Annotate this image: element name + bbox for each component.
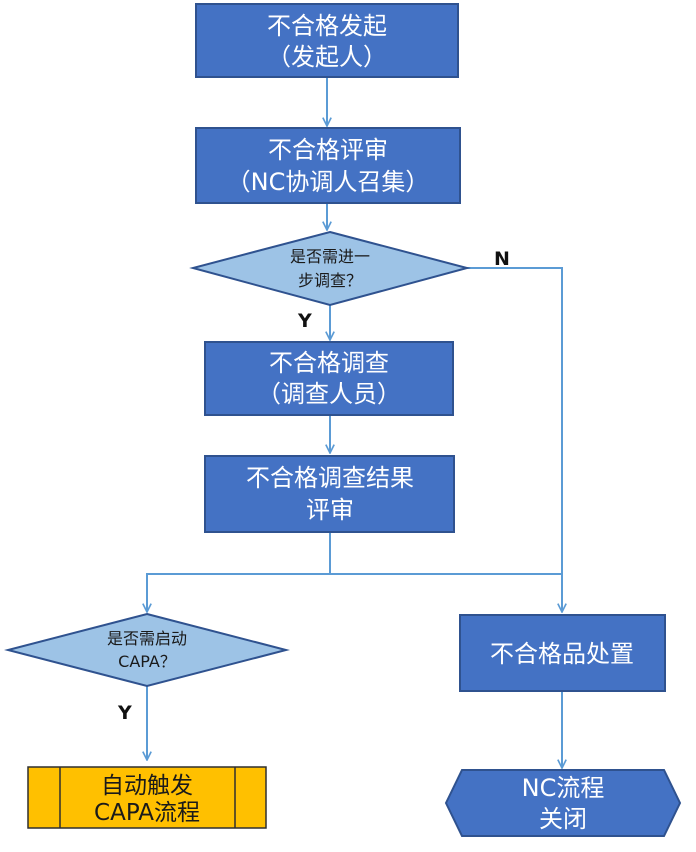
node-nc-initiate-line1: 不合格发起 [267,12,387,40]
node-result-review-line2: 评审 [306,496,354,524]
decision-need-capa-line1: 是否需启动 [107,629,187,648]
process-box [204,341,454,416]
node-nc-close: NC流程 关闭 [444,769,682,837]
edge-result-review-branch [147,532,331,612]
edge-label-investigation-yes: Y [297,310,312,332]
node-nc-disposition: 不合格品处置 [459,614,666,692]
process-box [204,455,455,533]
node-nc-review: 不合格评审 （NC协调人召集） [195,127,461,204]
node-nc-initiate-line2: （发起人） [267,43,387,71]
node-nc-close-line1: NC流程 [522,774,605,802]
decision-diamond [4,612,290,688]
decision-need-investigation-line2: 步调查？ [298,271,362,290]
node-investigation-result-review: 不合格调查结果 评审 [204,455,455,533]
edge-label-capa-yes: Y [117,702,132,724]
node-auto-capa-line1: 自动触发 [101,773,193,799]
node-result-review-line1: 不合格调查结果 [246,464,414,492]
terminal-hexagon [444,769,682,837]
node-auto-capa-line2: CAPA流程 [94,800,200,826]
node-nc-investigation: 不合格调查 （调查人员） [204,341,454,416]
decision-need-investigation-line1: 是否需进一 [290,247,370,266]
edge-label-investigation-no: N [494,248,510,270]
edge-decision-no-to-disposition [467,267,562,612]
decision-need-investigation: 是否需进一 步调查？ [189,230,471,307]
connectors [147,77,562,768]
decision-diamond [189,230,471,307]
process-box [195,3,459,78]
node-nc-disposition-label: 不合格品处置 [490,640,634,668]
predefined-process-box [27,766,267,829]
decision-need-capa: 是否需启动 CAPA？ [4,612,290,688]
node-nc-investigation-line2: （调查人员） [257,380,401,408]
node-nc-investigation-line1: 不合格调查 [269,349,389,377]
node-auto-capa: 自动触发 CAPA流程 [27,766,267,829]
decision-need-capa-line2: CAPA？ [118,652,176,671]
node-nc-review-line2: （NC协调人召集） [227,168,430,196]
process-box [459,614,666,692]
process-box [195,127,461,204]
node-nc-close-line2: 关闭 [539,805,587,833]
node-nc-initiate: 不合格发起 （发起人） [195,3,459,78]
node-nc-review-line1: 不合格评审 [268,136,388,164]
